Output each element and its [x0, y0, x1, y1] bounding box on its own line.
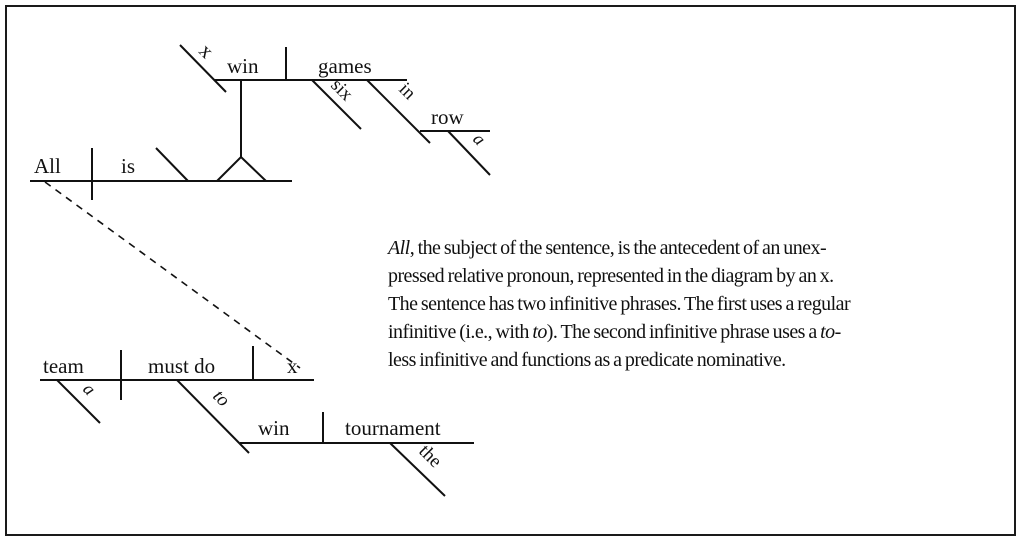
- main-subject-all: All: [34, 154, 61, 178]
- infinitive-verb-win: win: [258, 416, 290, 440]
- italic-to-dash: to-: [820, 321, 841, 343]
- a-slant-lower: [56, 379, 101, 424]
- lower-verb-must-do: must do: [148, 354, 215, 378]
- italic-all: All: [388, 237, 410, 259]
- line-4-text-a: infinitive (i.e., with: [388, 321, 533, 343]
- pedestal: [216, 155, 267, 182]
- in-slant: [366, 79, 431, 144]
- diagram-frame: [5, 5, 1016, 536]
- antecedent-dashed-line: [44, 181, 301, 369]
- upper-subject-slant: [179, 44, 227, 93]
- explanation-line-4: infinitive (i.e., with to). The second i…: [388, 318, 1018, 346]
- upper-verb-win: win: [227, 54, 259, 78]
- explanation-line-5: less infinitive and functions as a predi…: [388, 349, 786, 371]
- predicate-slant: [155, 147, 189, 182]
- explanation-line-3: The sentence has two infinitive phrases.…: [388, 293, 851, 315]
- line-1-text: , the subject of the sentence, is the an…: [409, 237, 827, 259]
- lower-subject-team: team: [43, 354, 84, 378]
- explanation-line-2: pressed relative pronoun, represented in…: [388, 265, 834, 287]
- infinitive-marker-to: to: [208, 386, 233, 411]
- to-slant: [176, 379, 250, 454]
- preposition-in: in: [394, 79, 420, 105]
- prep-object-row: row: [431, 105, 464, 129]
- upper-object-games: games: [318, 54, 372, 78]
- article-the: the: [414, 441, 445, 472]
- explanation-paragraph: All, the subject of the sentence, is the…: [388, 234, 1018, 374]
- article-a-lower: a: [79, 379, 100, 400]
- a-slant-upper: [447, 130, 491, 176]
- main-verb-is: is: [121, 154, 135, 178]
- lower-object-x: x: [287, 354, 298, 378]
- upper-subject-x: x: [194, 39, 219, 64]
- six-slant: [311, 79, 362, 130]
- infinitive-object-tournament: tournament: [345, 416, 441, 440]
- the-slant: [389, 442, 446, 497]
- italic-to: to: [532, 321, 547, 343]
- explanation-line-1: All, the subject of the sentence, is the…: [388, 234, 1018, 262]
- line-4-text-b: ). The second infinitive phrase uses a: [546, 321, 821, 343]
